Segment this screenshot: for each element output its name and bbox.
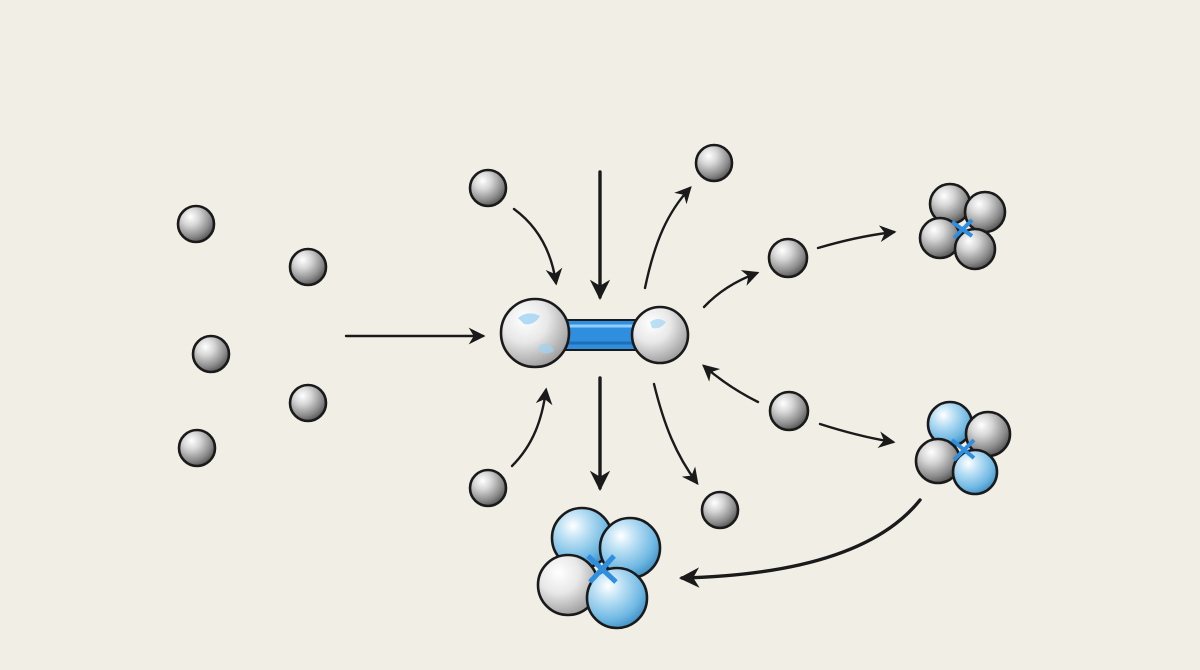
free-particle	[177, 428, 217, 468]
cluster-blue-small	[914, 400, 1012, 496]
free-particle-group	[176, 204, 328, 468]
outgoing-particle	[694, 143, 734, 183]
free-particle	[176, 204, 216, 244]
arrow-cluster-merge	[678, 498, 922, 588]
arrow-outgoing-up	[643, 186, 692, 290]
arrow-incoming-top	[512, 207, 563, 286]
arrow-outgoing-down	[652, 382, 699, 486]
outgoing-particle	[767, 237, 809, 279]
arrow-to-cluster-top	[816, 225, 897, 250]
cluster-blue-large	[536, 506, 662, 630]
outgoing-particle	[768, 390, 810, 432]
atom-large	[499, 297, 571, 369]
free-particle	[288, 247, 328, 287]
arrow-particle-back	[702, 364, 760, 404]
free-particle	[191, 334, 231, 374]
cluster-grey	[918, 182, 1007, 271]
atom-small	[630, 305, 690, 365]
free-particle	[288, 383, 328, 423]
arrow-to-cluster-middle	[818, 422, 896, 449]
outgoing-particle	[700, 490, 740, 530]
arrow-outgoing-right	[702, 270, 760, 309]
incoming-particle-bottom	[468, 468, 508, 508]
incoming-particle-top	[468, 168, 508, 208]
central-molecule	[499, 297, 690, 369]
arrow-incoming-bottom	[510, 387, 553, 468]
